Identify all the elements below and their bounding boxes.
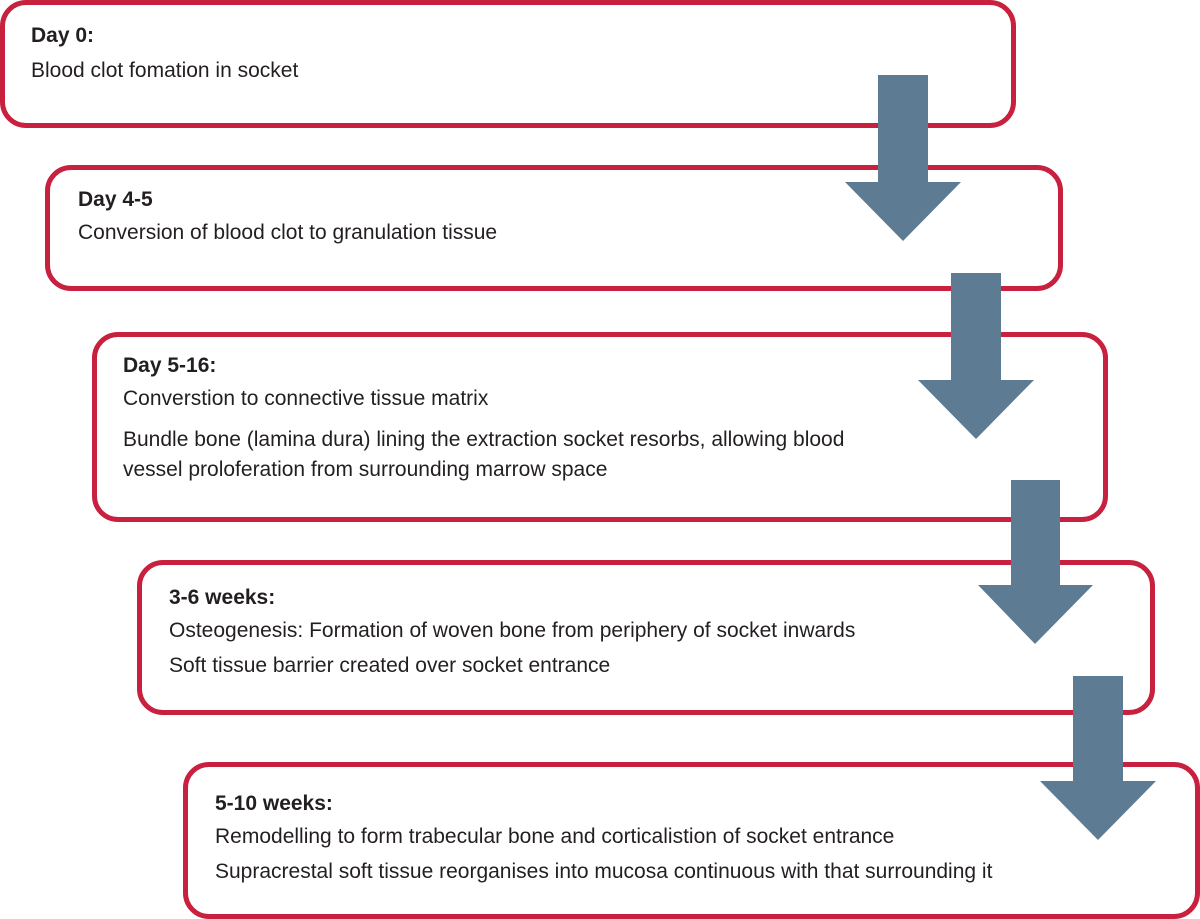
down-arrow-icon bbox=[1040, 676, 1156, 840]
step-line: Soft tissue barrier created over socket … bbox=[169, 654, 611, 677]
step-line: Remodelling to form trabecular bone and … bbox=[215, 825, 895, 848]
step-line: Bundle bone (lamina dura) lining the ext… bbox=[123, 428, 845, 451]
step-title: Day 5-16: bbox=[123, 354, 217, 377]
down-arrow-icon bbox=[918, 273, 1034, 439]
down-arrow-icon bbox=[845, 75, 961, 241]
step-title: Day 4-5 bbox=[78, 188, 153, 211]
step-title: 3-6 weeks: bbox=[169, 586, 276, 609]
step-box-5-10-weeks: 5-10 weeks: Remodelling to form trabecul… bbox=[183, 762, 1200, 919]
step-line: Blood clot fomation in socket bbox=[31, 59, 299, 82]
step-box-day-5-16: Day 5-16: Converstion to connective tiss… bbox=[92, 332, 1108, 522]
down-arrow-icon bbox=[978, 480, 1093, 644]
step-title: 5-10 weeks: bbox=[215, 792, 333, 815]
step-line: Conversion of blood clot to granulation … bbox=[78, 221, 498, 244]
step-line: Supracrestal soft tissue reorganises int… bbox=[215, 860, 993, 883]
step-line: Converstion to connective tissue matrix bbox=[123, 387, 489, 410]
step-title: Day 0: bbox=[31, 24, 95, 47]
step-box-day-0: Day 0: Blood clot fomation in socket bbox=[0, 0, 1016, 128]
step-line: vessel proloferation from surrounding ma… bbox=[123, 458, 608, 481]
step-line: Osteogenesis: Formation of woven bone fr… bbox=[169, 619, 856, 642]
